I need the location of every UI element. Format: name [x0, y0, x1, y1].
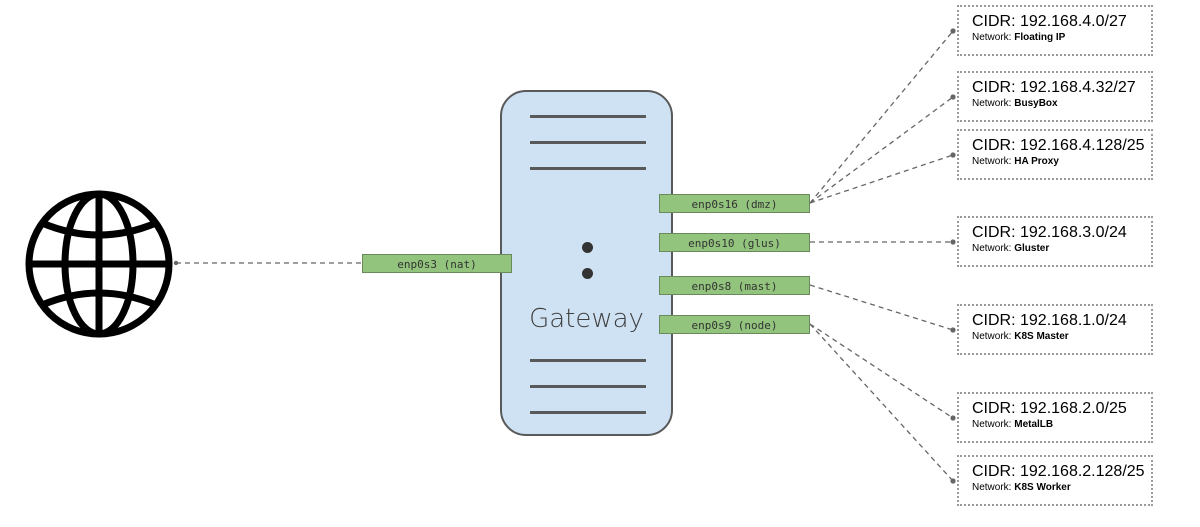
cidr-label: CIDR: 192.168.1.0/24 [972, 312, 1127, 329]
gateway-server: Gateway [500, 90, 673, 436]
cidr-label: CIDR: 192.168.2.0/25 [972, 400, 1127, 417]
link-endpoint [950, 94, 956, 100]
network-label: Network: K8S Worker [972, 482, 1071, 493]
network-box-k8s-master: CIDR: 192.168.1.0/24 Network: K8S Master [957, 304, 1153, 355]
link-endpoint [950, 415, 956, 421]
server-vent-line [530, 385, 646, 388]
link-mast-k8s-master [809, 284, 954, 331]
server-vent-line [530, 359, 646, 362]
network-label: Network: Gluster [972, 243, 1050, 254]
interface-glus: enp0s10 (glus) [659, 233, 810, 252]
link-node-k8s-worker [809, 323, 954, 482]
network-box-metallb: CIDR: 192.168.2.0/25 Network: MetalLB [957, 392, 1153, 443]
network-name: HA Proxy [1014, 156, 1059, 167]
network-name: MetalLB [1014, 419, 1054, 430]
network-label: Network: BusyBox [972, 98, 1058, 109]
network-name: Gluster [1014, 243, 1050, 254]
server-indicator-dot [582, 242, 593, 253]
gateway-label: Gateway [529, 304, 644, 334]
network-box-floating-ip: CIDR: 192.168.4.0/27 Network: Floating I… [957, 5, 1153, 56]
link-dmz-floating-ip [809, 30, 954, 204]
link-dmz-busybox [809, 96, 954, 204]
interface-node: enp0s9 (node) [659, 315, 810, 334]
interface-dmz: enp0s16 (dmz) [659, 194, 810, 213]
network-name: Floating IP [1014, 32, 1066, 43]
link-endpoint [950, 152, 956, 158]
link-endpoint [950, 327, 956, 333]
server-vent-line [530, 167, 646, 170]
link-endpoint [950, 28, 956, 34]
cidr-label: CIDR: 192.168.4.32/27 [972, 79, 1136, 96]
interface-nat: enp0s3 (nat) [362, 254, 512, 273]
cidr-label: CIDR: 192.168.4.128/25 [972, 137, 1145, 154]
link-node-metallb [809, 323, 954, 419]
cidr-label: CIDR: 192.168.3.0/24 [972, 224, 1127, 241]
network-box-k8s-worker: CIDR: 192.168.2.128/25 Network: K8S Work… [957, 455, 1153, 506]
link-endpoint [173, 260, 179, 266]
link-endpoint [950, 239, 956, 245]
server-vent-line [530, 411, 646, 414]
network-name: K8S Worker [1014, 482, 1071, 493]
cidr-label: CIDR: 192.168.4.0/27 [972, 13, 1127, 30]
network-label: Network: HA Proxy [972, 156, 1059, 167]
server-indicator-dot [582, 268, 593, 279]
link-endpoint [950, 478, 956, 484]
network-box-busybox: CIDR: 192.168.4.32/27 Network: BusyBox [957, 71, 1153, 122]
network-box-ha-proxy: CIDR: 192.168.4.128/25 Network: HA Proxy [957, 129, 1153, 180]
interface-mast: enp0s8 (mast) [659, 276, 810, 295]
network-label: Network: K8S Master [972, 331, 1069, 342]
link-dmz-ha-proxy [809, 154, 954, 204]
network-box-gluster: CIDR: 192.168.3.0/24 Network: Gluster [957, 216, 1153, 267]
cidr-label: CIDR: 192.168.2.128/25 [972, 463, 1145, 480]
server-vent-line [530, 115, 646, 118]
network-label: Network: MetalLB [972, 419, 1054, 430]
network-name: K8S Master [1014, 331, 1069, 342]
server-vent-line [530, 141, 646, 144]
globe-icon [25, 190, 173, 338]
network-label: Network: Floating IP [972, 32, 1066, 43]
network-name: BusyBox [1014, 98, 1058, 109]
